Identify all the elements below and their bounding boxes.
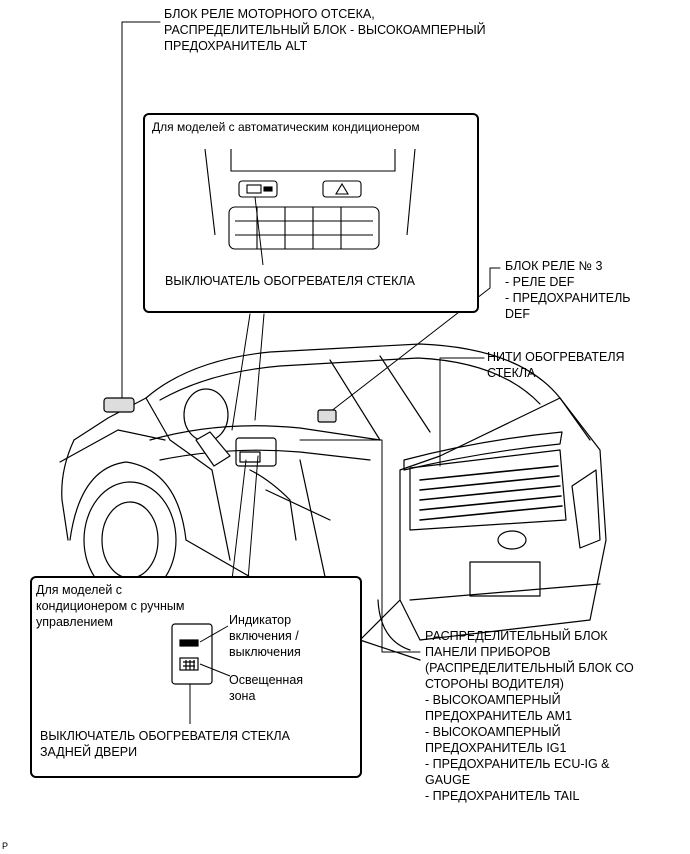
manual-ac-switch-drawing <box>171 623 231 724</box>
relay-block-3-module <box>317 409 337 423</box>
vehicle-outline <box>59 343 607 661</box>
auto-ac-caption: Для моделей с автоматическим кондиционер… <box>152 120 420 134</box>
defogger-switch-label: ВЫКЛЮЧАТЕЛЬ ОБОГРЕВАТЕЛЯ СТЕКЛА <box>165 274 415 288</box>
leader-relay-3 <box>329 267 501 413</box>
leader-upper-2 <box>231 313 251 431</box>
leader-lower-1 <box>231 459 247 581</box>
leader-upper-1 <box>254 313 265 421</box>
engine-relay-module <box>103 397 135 413</box>
illuminated-zone-label: Освещенная зона <box>229 673 304 703</box>
engine-relay-block-label: БЛОК РЕЛЕ МОТОРНОГО ОТСЕКА, РАСПРЕДЕЛИТЕ… <box>164 7 486 53</box>
back-door-switch-label: ВЫКЛЮЧАТЕЛЬ ОБОГРЕВАТЕЛЯ СТЕКЛА ЗАДНЕЙ Д… <box>40 729 290 759</box>
indicator-lamp <box>179 639 199 647</box>
manual-ac-callout: Для моделей с кондиционером с ручным упр… <box>30 576 362 778</box>
auto-ac-callout: Для моделей с автоматическим кондиционер… <box>143 113 479 313</box>
defogger-wires-label: НИТИ ОБОГРЕВАТЕЛЯ СТЕКЛА <box>487 350 625 380</box>
leader-ip-block <box>299 439 421 653</box>
manual-ac-caption: Для моделей с кондиционером с ручным упр… <box>36 583 185 629</box>
leader-lower-2 <box>247 455 259 581</box>
rear-glass <box>409 449 567 531</box>
defogger-grid <box>419 465 563 521</box>
auto-ac-panel-drawing <box>204 148 416 266</box>
instrument-panel-block-label: РАСПРЕДЕЛИТЕЛЬНЫЙ БЛОК ПАНЕЛИ ПРИБОРОВ (… <box>425 629 634 803</box>
indicator-label: Индикатор включения / выключения <box>229 613 301 659</box>
leader-engine-relay <box>121 21 161 401</box>
corner-mark: P <box>2 841 9 851</box>
relay-block-3-label: БЛОК РЕЛЕ № 3 - РЕЛЕ DEF - ПРЕДОХРАНИТЕЛ… <box>505 259 631 321</box>
leader-defogger-wires <box>439 357 485 467</box>
